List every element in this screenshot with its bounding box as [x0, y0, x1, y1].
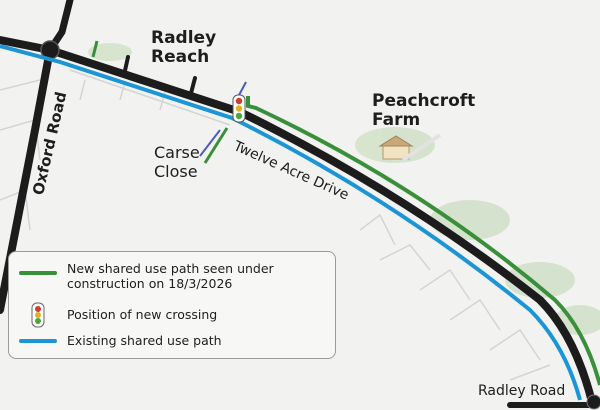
label-radley-road: Radley Road — [478, 383, 566, 399]
legend-new-path-swatch — [19, 271, 57, 275]
new-path-line — [246, 96, 600, 386]
new-path-segment — [91, 40, 229, 164]
existing-path-line — [0, 44, 582, 401]
roundabout-radley-road — [586, 394, 600, 410]
label-carse-close: Carse Close — [154, 143, 200, 181]
farmhouse-icon — [378, 133, 442, 162]
label-radley-reach: Radley Reach — [151, 28, 217, 67]
traffic-light-icon — [232, 94, 246, 123]
legend-crossing-label: Position of new crossing — [67, 307, 218, 322]
legend-existing-path-label: Existing shared use path — [67, 333, 222, 348]
main-road-line — [0, 36, 596, 406]
legend-traffic-light-icon — [31, 302, 45, 328]
legend-existing-path-swatch — [19, 339, 57, 343]
map-legend: New shared use path seen under construct… — [8, 251, 336, 359]
oxford-road-line — [0, 46, 54, 314]
label-peachcroft-farm: Peachcroft Farm — [372, 91, 476, 130]
legend-new-path-label: New shared use path seen under construct… — [67, 261, 274, 291]
